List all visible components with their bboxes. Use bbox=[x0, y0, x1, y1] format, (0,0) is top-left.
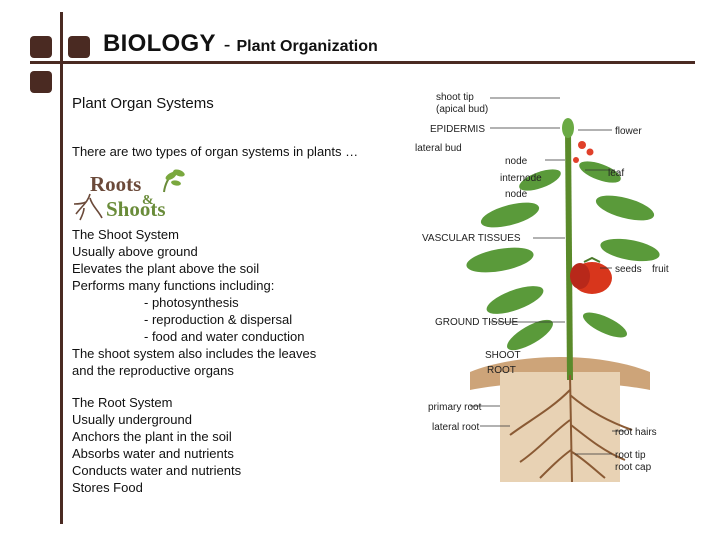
roots-icon bbox=[73, 193, 103, 221]
label-root-cap: root cap bbox=[615, 462, 652, 473]
label-epidermis: EPIDERMIS bbox=[430, 124, 485, 135]
label-shoot: SHOOT bbox=[485, 350, 521, 361]
sprout-icon bbox=[163, 169, 185, 193]
leaf-cluster bbox=[466, 118, 660, 351]
deco-square-2 bbox=[68, 36, 90, 58]
label-vascular-tissues: VASCULAR TISSUES bbox=[422, 233, 521, 244]
label-fruit: fruit bbox=[652, 264, 669, 275]
title-subtitle: Plant Organization bbox=[236, 38, 378, 55]
label-root: ROOT bbox=[487, 365, 516, 376]
label-root-hairs: root hairs bbox=[615, 427, 657, 438]
label-apical-bud: (apical bud) bbox=[436, 104, 488, 115]
label-leaders bbox=[470, 97, 625, 455]
root-line: Stores Food bbox=[72, 480, 143, 495]
label-ground-tissue: GROUND TISSUE bbox=[435, 317, 518, 328]
shoot-title: The Shoot System bbox=[72, 227, 179, 242]
label-root-tip: root tip bbox=[615, 450, 646, 461]
label-shoot-tip: shoot tip bbox=[436, 92, 474, 103]
shoot-function: - reproduction & dispersal bbox=[144, 312, 293, 327]
title-separator: - bbox=[223, 34, 231, 56]
root-title: The Root System bbox=[72, 395, 173, 410]
root-line: Anchors the plant in the soil bbox=[72, 429, 232, 444]
shoot-line: Performs many functions including: bbox=[72, 278, 275, 293]
label-leaf: leaf bbox=[608, 168, 624, 179]
shoot-system-block: The Shoot System Usually above ground El… bbox=[72, 226, 316, 379]
section-heading: Plant Organ Systems bbox=[72, 95, 214, 112]
deco-square-3 bbox=[30, 71, 52, 93]
label-lateral-bud: lateral bud bbox=[415, 143, 462, 154]
fruit-drawing bbox=[570, 256, 612, 294]
plant-diagram: shoot tip (apical bud) EPIDERMIS flower … bbox=[400, 90, 705, 482]
roots-shoots-logo: Roots & Shoots bbox=[73, 169, 185, 221]
shoot-line: Usually above ground bbox=[72, 244, 198, 259]
vertical-rule bbox=[60, 12, 63, 524]
label-node-1: node bbox=[505, 156, 528, 167]
logo-roots-word: Roots bbox=[90, 172, 141, 196]
logo-shoots-word: Shoots bbox=[106, 197, 166, 221]
label-lateral-root: lateral root bbox=[432, 422, 479, 433]
label-internode: internode bbox=[500, 173, 542, 184]
horizontal-rule bbox=[30, 61, 695, 64]
root-system-block: The Root System Usually underground Anch… bbox=[72, 394, 241, 496]
shoot-closing-line: The shoot system also includes the leave… bbox=[72, 346, 317, 361]
root-line: Conducts water and nutrients bbox=[72, 463, 242, 478]
plant-stem bbox=[565, 129, 573, 381]
deco-square-1 bbox=[30, 36, 52, 58]
shoot-function: - food and water conduction bbox=[144, 329, 305, 344]
label-flower: flower bbox=[615, 126, 642, 137]
logo-ampersand: & bbox=[142, 193, 154, 208]
shoot-closing-line: and the reproductive organs bbox=[72, 363, 234, 378]
label-primary-root: primary root bbox=[428, 402, 482, 413]
slide-title: BIOLOGY-Plant Organization bbox=[103, 30, 378, 58]
flower-drawing bbox=[573, 141, 594, 163]
root-line: Absorbs water and nutrients bbox=[72, 446, 234, 461]
label-node-2: node bbox=[505, 189, 528, 200]
label-seeds: seeds bbox=[615, 264, 642, 275]
root-line: Usually underground bbox=[72, 412, 192, 427]
intro-text: There are two types of organ systems in … bbox=[72, 144, 359, 159]
root-system-drawing bbox=[509, 374, 633, 482]
shoot-function: - photosynthesis bbox=[144, 295, 239, 310]
title-main: BIOLOGY bbox=[103, 30, 216, 57]
shoot-line: Elevates the plant above the soil bbox=[72, 261, 260, 276]
